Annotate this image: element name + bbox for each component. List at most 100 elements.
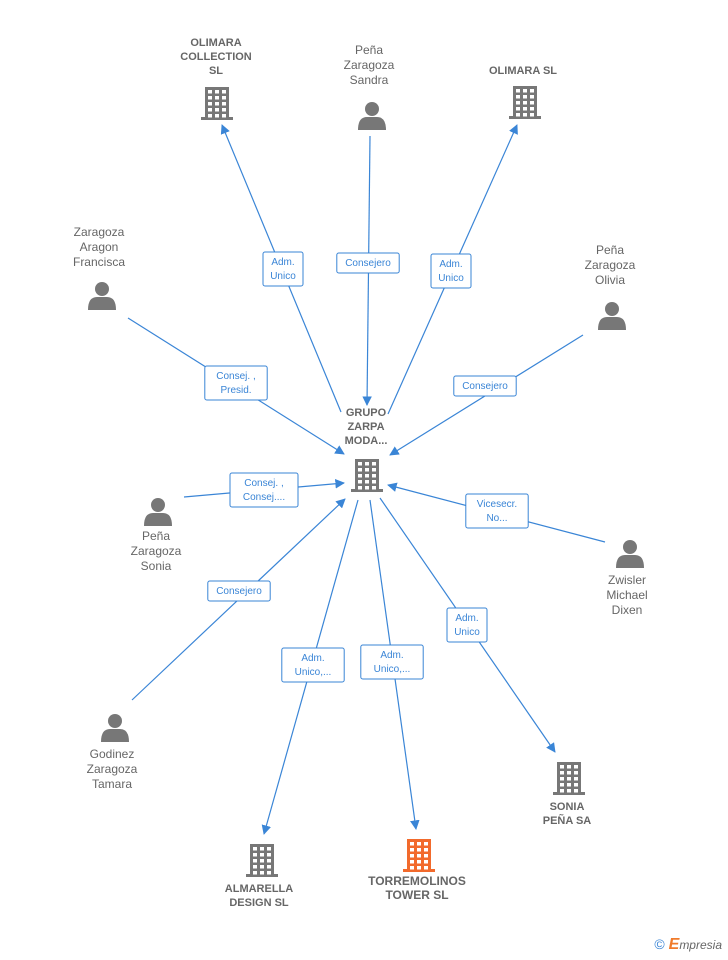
node-label: SL: [209, 65, 223, 77]
node-label: Peña: [596, 243, 624, 257]
person-icon[interactable]: [598, 302, 626, 330]
edge-label-box[interactable]: [446, 607, 488, 643]
edge-label[interactable]: Consejero: [207, 580, 271, 602]
node-label: Dixen: [612, 603, 643, 617]
node-label: ZARPA: [347, 421, 384, 433]
node-label: COLLECTION: [180, 51, 252, 63]
building-icon[interactable]: [246, 844, 278, 877]
edge-label-text: Adm.: [439, 259, 462, 270]
edge-label-box[interactable]: [229, 472, 299, 508]
edge-label-text: Unico: [270, 271, 296, 282]
edge-center-to-almarella: Adm.Unico,...: [261, 499, 359, 835]
edge-label-box[interactable]: [336, 252, 400, 274]
node-label: Zaragoza: [131, 544, 182, 558]
edge-zwisler-to-center: Vicesecr. No...: [387, 482, 606, 543]
node-label: SONIA: [550, 801, 585, 813]
node-label: PEÑA SA: [543, 814, 592, 827]
edge-label[interactable]: Adm. Unico: [430, 253, 472, 289]
node-label: Zaragoza: [74, 225, 125, 239]
node-label: Zwisler: [608, 573, 646, 587]
edge-label-text: No...: [486, 513, 507, 524]
node-label: Tamara: [92, 777, 132, 791]
edge-center-to-olimara_sl: Adm. Unico: [387, 124, 518, 415]
edge-label-box[interactable]: [207, 580, 271, 602]
edge-label-box[interactable]: [453, 375, 517, 397]
nodes-layer: GRUPOZARPAMODA...OLIMARACOLLECTIONSLPeña…: [73, 37, 648, 909]
edge-pena_sandra-to-center: Consejero: [336, 135, 400, 406]
edge-label[interactable]: Adm.Unico: [446, 607, 488, 643]
edge-label[interactable]: Consejero: [453, 375, 517, 397]
edge-label-box[interactable]: [430, 253, 472, 289]
edge-label[interactable]: Consej. ,Consej....: [229, 472, 299, 508]
edge-pena_olivia-to-center: Consejero: [389, 334, 584, 456]
footer-brand: ©Empresia: [654, 936, 722, 954]
edge-label-text: Consejero: [462, 381, 508, 392]
edge-label-box[interactable]: [281, 647, 345, 683]
person-icon[interactable]: [358, 102, 386, 130]
node-label: Peña: [142, 529, 170, 543]
node-label: DESIGN SL: [229, 897, 289, 909]
node-label: Zaragoza: [87, 762, 138, 776]
edge-label-text: Adm.: [301, 653, 324, 664]
person-icon[interactable]: [144, 498, 172, 526]
node-label: Zaragoza: [585, 258, 636, 272]
node-label: Sandra: [350, 73, 389, 87]
node-label: Michael: [606, 588, 647, 602]
building-icon[interactable]: [403, 839, 435, 872]
node-label: TOWER SL: [385, 888, 448, 902]
edge-label-box[interactable]: [360, 644, 424, 680]
person-icon[interactable]: [616, 540, 644, 568]
person-icon[interactable]: [88, 282, 116, 310]
node-label: Francisca: [73, 255, 125, 269]
edge-label[interactable]: Consejero: [336, 252, 400, 274]
node-olimara_sl[interactable]: OLIMARA SL: [489, 65, 557, 119]
node-label: OLIMARA SL: [489, 65, 557, 77]
edge-label[interactable]: Vicesecr. No...: [465, 493, 529, 529]
edge-label-text: Unico,...: [374, 664, 411, 675]
edge-label[interactable]: Adm.Unico,...: [281, 647, 345, 683]
edge-label[interactable]: Adm. Unico: [262, 251, 304, 287]
edge-label-text: Consej....: [243, 492, 285, 503]
edge-center-to-torremolinos: Adm. Unico,...: [360, 499, 424, 830]
edge-label-box[interactable]: [262, 251, 304, 287]
edge-label-text: Adm.: [380, 650, 403, 661]
edge-pena_sonia-to-center: Consej. ,Consej....: [183, 472, 345, 508]
building-icon[interactable]: [201, 87, 233, 120]
node-label: Sonia: [141, 559, 172, 573]
edge-label-box[interactable]: [465, 493, 529, 529]
edge-label-text: Adm.: [455, 613, 478, 624]
brand-logo-letter: E: [668, 936, 680, 953]
edge-label-text: Consejero: [216, 586, 262, 597]
person-icon[interactable]: [101, 714, 129, 742]
edge-label[interactable]: Consej. ,Presid.: [204, 365, 268, 401]
edge-label[interactable]: Adm. Unico,...: [360, 644, 424, 680]
edge-center-to-sonia_pena_sa: Adm.Unico: [379, 497, 556, 753]
building-icon[interactable]: [509, 86, 541, 119]
node-label: Aragon: [80, 240, 119, 254]
edge-label-text: Unico: [438, 273, 464, 284]
edge-label-text: Consejero: [345, 258, 391, 269]
edge-label-text: Adm.: [271, 257, 294, 268]
node-label: TORREMOLINOS: [368, 874, 466, 888]
copyright-icon: ©: [654, 936, 665, 952]
building-icon[interactable]: [351, 459, 383, 492]
edge-label-box[interactable]: [204, 365, 268, 401]
brand-logo-text: mpresia: [679, 938, 722, 952]
node-center[interactable]: GRUPOZARPAMODA...: [345, 407, 388, 492]
edge-zaragoza_francisca-to-center: Consej. ,Presid.: [127, 317, 345, 455]
building-icon[interactable]: [553, 762, 585, 795]
edge-label-text: Vicesecr.: [477, 499, 517, 510]
edge-godinez-to-center: Consejero: [131, 498, 346, 701]
